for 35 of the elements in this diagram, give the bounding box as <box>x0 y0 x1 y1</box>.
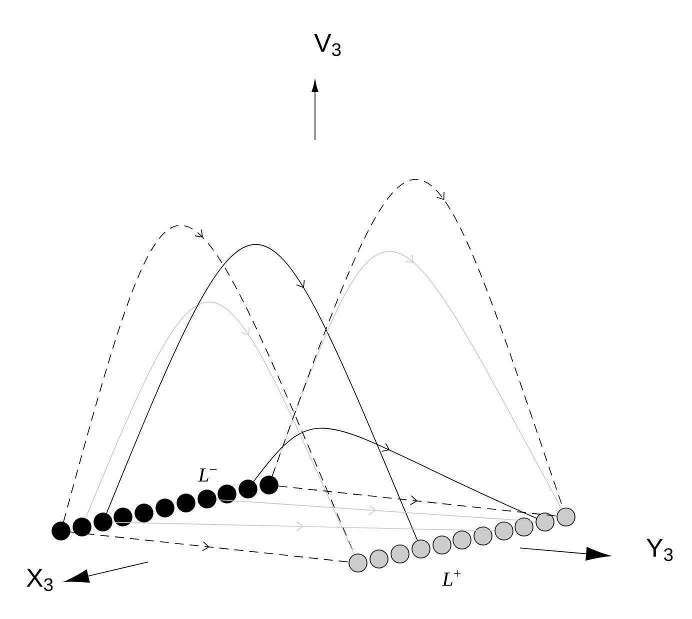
equilibrium-point <box>134 504 154 522</box>
axis-label: V$_{3}$ <box>314 34 341 56</box>
equilibrium-point <box>370 550 388 568</box>
equilibrium-point <box>412 540 430 558</box>
equilibrium-point <box>432 536 452 554</box>
equilibrium-point <box>238 480 258 498</box>
equilibrium-point <box>114 508 132 526</box>
trajectory <box>70 532 350 562</box>
trajectory <box>253 428 537 519</box>
equilibrium-point <box>494 522 514 540</box>
equilibrium-point <box>198 490 216 508</box>
equilibrium-point <box>514 518 534 536</box>
trajectory <box>216 499 536 522</box>
trajectory <box>112 521 495 532</box>
trajectory <box>278 486 558 516</box>
trajectory <box>106 244 418 541</box>
equilibrium-point <box>536 512 554 532</box>
line-label: L$^{+}$ <box>442 570 461 586</box>
equilibrium-point <box>348 554 368 572</box>
equilibrium-point <box>556 508 576 526</box>
equilibrium-point <box>52 522 70 540</box>
trajectory <box>272 251 562 510</box>
equilibrium-point <box>260 476 278 494</box>
equilibrium-point <box>94 512 112 532</box>
equilibrium-point <box>474 526 492 546</box>
equilibrium-point <box>156 498 174 518</box>
line-label: L$^{−}$ <box>198 468 217 482</box>
axis-label: Y$_{3}$ <box>646 538 673 562</box>
equilibrium-point <box>218 484 236 504</box>
equilibrium-point <box>72 518 92 536</box>
equilibrium-point <box>452 530 472 550</box>
equilibrium-point <box>176 494 196 512</box>
trajectory <box>85 302 355 555</box>
equilibrium-point <box>390 544 410 564</box>
axis-label: X$_{3}$ <box>26 568 53 592</box>
